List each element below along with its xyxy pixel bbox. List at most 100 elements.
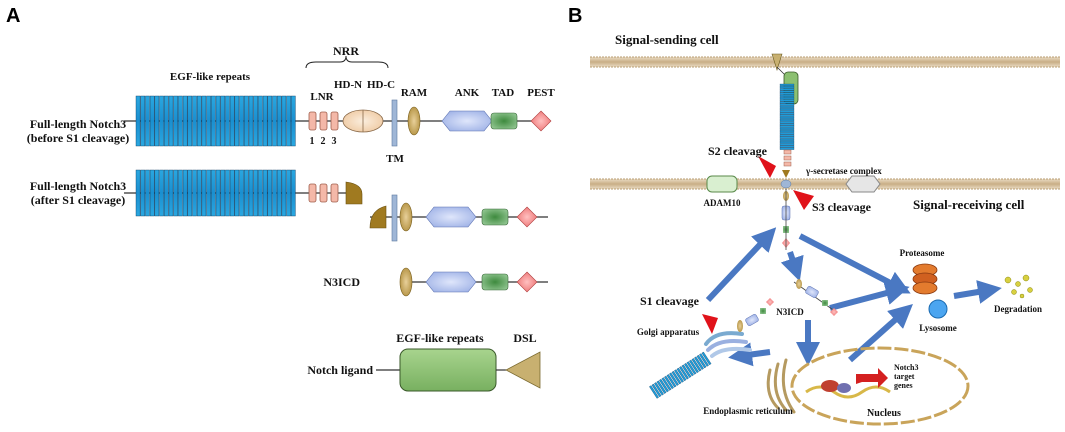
golgi-egf-repeat (681, 364, 692, 378)
arrow-n3icd-to-proteasome (829, 281, 910, 311)
tm-label: TM (386, 153, 404, 165)
receptor-egf-repeat (779, 145, 795, 148)
egf-repeat (215, 95, 221, 147)
egf-repeat (248, 95, 254, 147)
golgi-egf-repeat (671, 370, 682, 385)
egf-repeat (281, 169, 287, 217)
receptor-egf-repeat (779, 130, 795, 133)
receptor-egf-repeat (779, 136, 795, 139)
golgi-egf-repeat (674, 369, 684, 383)
receptor-egf-repeat (779, 114, 795, 117)
egf-repeat (281, 95, 287, 147)
receptor-egf-repeat (779, 123, 795, 126)
tm-domain (391, 99, 398, 147)
hdn-fragment (345, 181, 363, 205)
golgi-egf-repeat (689, 359, 699, 374)
egf-repeat (276, 169, 282, 217)
lnr-1-after (308, 183, 317, 203)
egf-repeat (211, 169, 216, 217)
egf-repeat (201, 95, 207, 147)
receptor-egf-repeat (779, 108, 795, 111)
egf-repeat (286, 169, 291, 217)
n3icd-label: N3ICD (323, 275, 360, 289)
pest-domain-n3icd (516, 271, 538, 293)
egf-repeats (135, 95, 296, 147)
lysosome-label: Lysosome (919, 323, 957, 333)
ram-domain (407, 106, 421, 136)
tad-label: TAD (492, 87, 514, 99)
fl-after-line2: (after S1 cleavage) (31, 193, 125, 207)
receptor-hd (782, 170, 790, 178)
er-label: Endoplasmic reticulum (703, 406, 793, 416)
nucleus-label: Nucleus (867, 408, 901, 419)
egf-repeat (262, 95, 268, 147)
egf-repeat (173, 95, 178, 147)
egf-repeat (220, 95, 226, 147)
egf-repeat (145, 169, 150, 217)
arrow-nucleus-to-lysosome (848, 304, 913, 363)
golgi-egf-repeat (699, 353, 709, 367)
adam10-enzyme (706, 175, 738, 193)
egf-repeat (267, 95, 273, 147)
lnr-label: LNR (310, 91, 334, 103)
egf-repeat (211, 95, 216, 147)
ank-domain (441, 110, 493, 132)
egf-repeat (253, 169, 258, 217)
receptor-egf-repeat (779, 92, 795, 95)
egf-repeat (239, 95, 244, 147)
receptor-egf-repeat (779, 88, 795, 91)
egf-repeat (140, 169, 146, 217)
egf-repeat (258, 95, 263, 147)
receptor-egf-stack (779, 83, 795, 150)
egf-repeat (234, 95, 240, 147)
target-genes-line2: target (894, 372, 915, 381)
egf-repeat (149, 95, 155, 147)
receptor-egf-repeat (779, 121, 795, 124)
ram-domain-n3icd (399, 267, 413, 297)
egf-repeat (206, 95, 211, 147)
egf-repeat (234, 169, 240, 217)
nrr-label: NRR (333, 44, 359, 58)
gamma-secretase-label: γ-secretase complex (805, 166, 882, 176)
golgi-notch-fragments (737, 298, 774, 332)
receptor-egf-repeat (779, 86, 795, 89)
golgi-egf-stack (649, 351, 712, 399)
transcription-complex (821, 380, 839, 392)
receptor-egf-repeat (779, 99, 795, 102)
receptor-egf-repeat (779, 97, 795, 100)
egf-repeat (182, 95, 188, 147)
fl-before-line1: Full-length Notch3 (30, 117, 126, 131)
golgi-egf-repeat (656, 380, 667, 394)
pest-label: PEST (527, 87, 555, 99)
panel-b-letter: B (568, 5, 582, 27)
proteasome-label: Proteasome (900, 248, 945, 258)
panel-a-letter: A (6, 5, 20, 27)
arrow-to-degradation (953, 280, 1002, 304)
arrow-er-to-golgi (728, 342, 771, 367)
egf-repeat (225, 169, 230, 217)
lnr-number-3: 3 (332, 136, 337, 147)
egf-repeat (187, 169, 193, 217)
egf-repeat (149, 169, 155, 217)
egf-repeat (192, 95, 197, 147)
egf-repeat (178, 169, 183, 217)
lnr-2-after (319, 183, 328, 203)
gamma-secretase-enzyme (845, 175, 881, 193)
egf-repeat (262, 169, 268, 217)
tad-domain-after (481, 208, 509, 226)
endoplasmic-reticulum (766, 358, 796, 414)
receiving-cell-label: Signal-receiving cell (913, 197, 1025, 212)
receptor-egf-repeat (779, 103, 795, 106)
sending-cell-label: Signal-sending cell (615, 32, 719, 47)
egf-repeat (135, 169, 141, 217)
egf-repeat (201, 169, 207, 217)
golgi-egf-repeat (654, 382, 664, 396)
egf-repeats-after (135, 169, 296, 217)
egf-repeat (178, 95, 183, 147)
egf-repeat (135, 95, 141, 147)
egf-repeat (272, 169, 277, 217)
egf-label: EGF-like repeats (170, 71, 251, 83)
egf-repeat (229, 169, 235, 217)
pathway-arrows (705, 227, 1002, 367)
ligand-membrane-link (776, 66, 785, 75)
